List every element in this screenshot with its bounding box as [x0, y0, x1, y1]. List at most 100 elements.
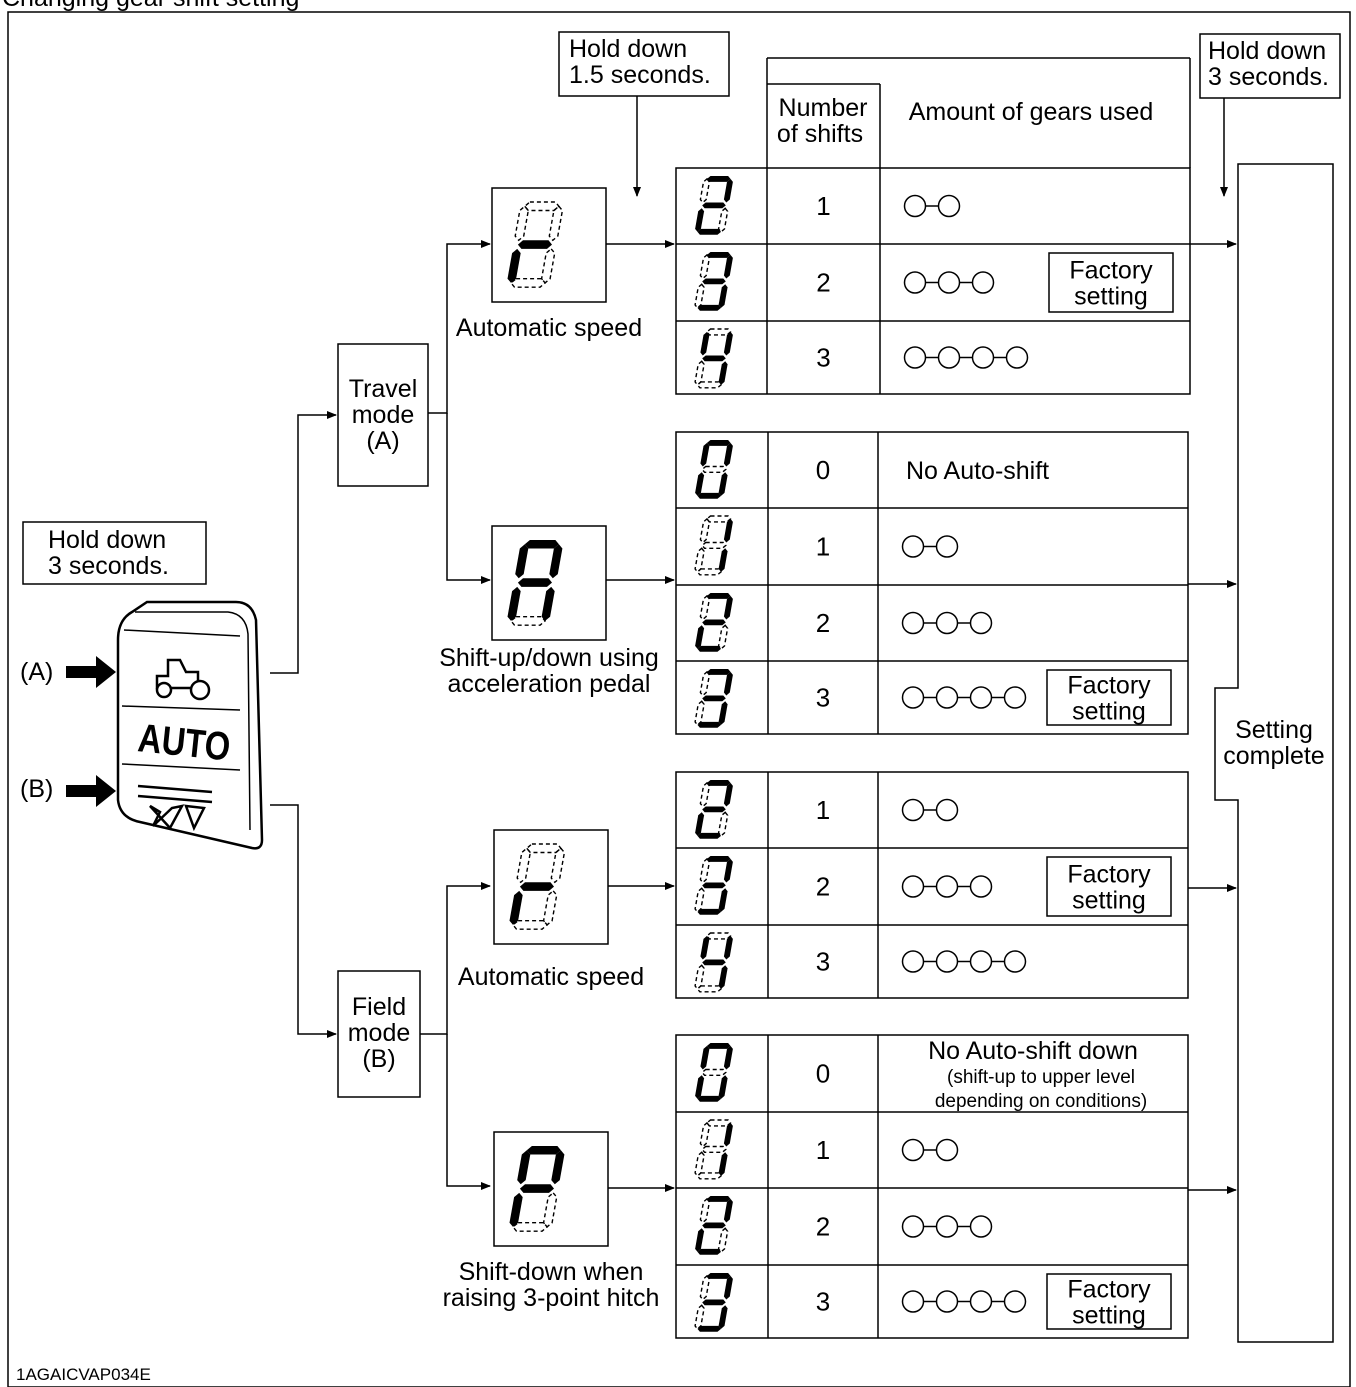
shift-count: 3 — [816, 343, 830, 373]
gear-circle — [901, 798, 925, 822]
gear-chain-2 — [903, 194, 961, 218]
input-a-arrow-icon — [66, 656, 116, 688]
row-display-glyph — [695, 440, 733, 499]
gear-chain-4 — [901, 686, 1027, 709]
shift-count: 1 — [816, 532, 830, 562]
field-mode-line-2: mode — [348, 1019, 411, 1047]
hitch-icon — [137, 784, 213, 832]
header-fragment: Changing gear shift setting — [2, 0, 299, 12]
hold-3r-line-1: Hold down — [1208, 37, 1326, 65]
outer-frame — [7, 11, 1351, 1387]
row-display-glyph — [694, 515, 733, 576]
line-to-field — [270, 804, 337, 1038]
row-display-glyph — [695, 780, 733, 839]
figure-code: 1AGAICVAP034E — [16, 1365, 151, 1384]
col-number-line-1: Number — [779, 94, 868, 122]
gear-chain-4 — [901, 950, 1027, 973]
row-display-glyph — [694, 856, 733, 915]
setting-complete-box: Setting complete — [1214, 163, 1334, 1343]
gear-circle — [969, 1290, 993, 1313]
gear-circle — [901, 1215, 925, 1238]
factory-setting-line-1: Factory — [1067, 672, 1151, 700]
field-mode-box: Field mode (B) — [337, 970, 421, 1098]
table-row: 1 — [676, 507, 1188, 576]
line-travel-auto — [428, 240, 491, 414]
shift-count: 2 — [816, 1212, 830, 1242]
table-row: 3 — [676, 320, 1190, 389]
table-row: 3 — [676, 924, 1188, 993]
gear-circle — [901, 535, 925, 558]
line-travel-pedal — [446, 413, 491, 584]
row-display-glyph — [695, 593, 733, 652]
gear-chain-3 — [901, 1215, 993, 1238]
gear-circle — [1003, 686, 1027, 709]
shift-count: 1 — [816, 1135, 830, 1165]
shift-count: 3 — [816, 683, 830, 713]
line-to-travel — [270, 411, 337, 674]
gear-chain-4 — [901, 1290, 1027, 1313]
switch-auto-label: AUTO — [136, 715, 232, 769]
row-subnote: depending on conditions) — [935, 1091, 1147, 1112]
gear-circle — [903, 271, 927, 294]
mode-display-glyph — [507, 540, 563, 626]
gear-circle — [935, 535, 959, 558]
shift-count: 0 — [816, 455, 830, 485]
gear-circle — [937, 271, 961, 294]
gear-circle — [901, 611, 925, 635]
shift-count: 1 — [816, 795, 830, 825]
shift-count: 2 — [816, 872, 830, 902]
row-display-glyph — [694, 328, 733, 389]
field-mode-line-3: (B) — [362, 1045, 395, 1073]
factory-setting-line-1: Factory — [1069, 257, 1153, 285]
gear-circle — [935, 875, 959, 898]
gear-chain-3 — [901, 611, 993, 635]
field-mode-line-1: Field — [352, 993, 406, 1021]
row-display-glyph — [694, 669, 733, 728]
gear-circle — [935, 1138, 959, 1162]
factory-setting-line-2: setting — [1072, 698, 1146, 726]
gear-chain-2 — [901, 1138, 959, 1162]
gear-chain-2 — [901, 535, 959, 558]
table-row: 1 — [695, 176, 961, 235]
row-display-glyph — [694, 1119, 733, 1180]
gear-circle — [901, 1138, 925, 1162]
hold-3r-line-2: 3 seconds. — [1208, 63, 1329, 91]
gear-circle — [935, 1215, 959, 1238]
shift-count: 2 — [816, 608, 830, 638]
mode-display-glyph — [509, 843, 566, 930]
col-number-line-2: of shifts — [777, 120, 863, 148]
gear-circle — [969, 1215, 993, 1238]
gear-circle — [903, 194, 927, 218]
factory-setting-line-1: Factory — [1067, 1276, 1151, 1304]
row-note: No Auto-shift down — [928, 1037, 1138, 1065]
gear-circle — [901, 950, 925, 973]
gear-circle — [969, 611, 993, 635]
input-b-arrow-icon — [66, 775, 116, 807]
shift-count: 1 — [816, 191, 830, 221]
gear-circle — [903, 346, 927, 369]
row-subnote: (shift-up to upper level — [947, 1067, 1135, 1088]
gear-circle — [901, 686, 925, 709]
gear-circle — [969, 686, 993, 709]
hold-1-5-line-2: 1.5 seconds. — [569, 61, 711, 89]
gear-circle — [901, 1290, 925, 1313]
gear-circle — [1003, 950, 1027, 973]
shift-count: 2 — [816, 268, 830, 298]
col-amount: Amount of gears used — [909, 98, 1154, 126]
row-display-glyph — [694, 932, 733, 993]
table-row: 1 — [676, 1111, 1188, 1180]
row-display-glyph — [695, 1043, 733, 1102]
hold-1-5-line-1: Hold down — [569, 35, 687, 63]
hold-down-3-right-note: Hold down 3 seconds. — [1199, 33, 1341, 99]
